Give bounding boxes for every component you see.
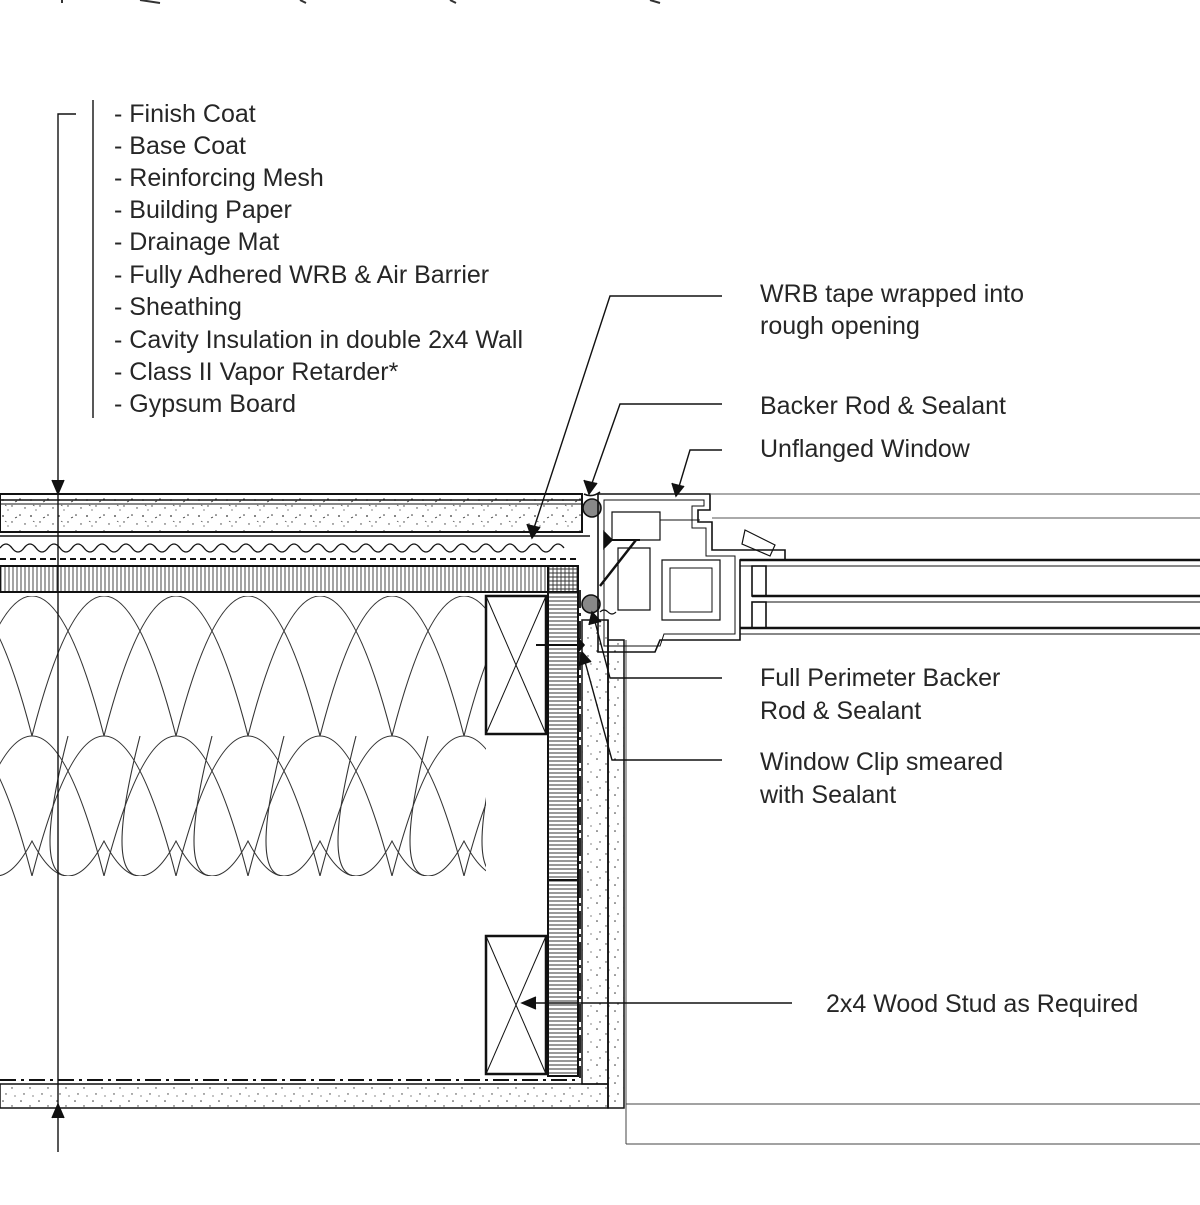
callout-labels: WRB tape wrapped into rough opening Back… — [759, 280, 1138, 1018]
label-wrb-tape-line1: WRB tape wrapped into — [760, 280, 1024, 308]
layer-sheathing: - Sheathing — [114, 293, 242, 321]
label-window-clip-line1: Window Clip smeared — [760, 748, 1003, 776]
label-full-perimeter-line2: Rod & Sealant — [760, 697, 921, 725]
layer-gypsum-board: - Gypsum Board — [114, 390, 296, 418]
wood-stud-top — [484, 594, 548, 736]
drainage-mat — [0, 543, 565, 553]
wall-assembly — [0, 493, 1200, 1145]
layer-wrb-air-barrier: - Fully Adhered WRB & Air Barrier — [114, 261, 489, 289]
layer-base-coat: - Base Coat — [114, 132, 246, 160]
window-frame — [536, 491, 1200, 653]
wood-stud-bottom — [484, 934, 548, 1076]
label-wrb-tape-line2: rough opening — [760, 312, 920, 340]
layer-vapor-retarder: - Class II Vapor Retarder* — [114, 358, 399, 386]
layer-finish-coat: - Finish Coat — [114, 100, 256, 128]
layer-drainage-mat: - Drainage Mat — [114, 228, 279, 256]
layer-reinforcing-mesh: - Reinforcing Mesh — [114, 164, 324, 192]
label-backer-rod: Backer Rod & Sealant — [760, 392, 1006, 420]
label-full-perimeter-line1: Full Perimeter Backer — [760, 664, 1000, 692]
leader-lines — [51, 100, 792, 1152]
label-unflanged-window: Unflanged Window — [760, 435, 971, 463]
layer-building-paper: - Building Paper — [114, 196, 292, 224]
layer-list: - Finish Coat - Base Coat - Reinforcing … — [114, 100, 523, 418]
label-wood-stud: 2x4 Wood Stud as Required — [826, 990, 1138, 1018]
cropped-header-fragment — [61, 0, 661, 4]
layer-cavity-insulation: - Cavity Insulation in double 2x4 Wall — [114, 326, 523, 354]
label-window-clip-line2: with Sealant — [759, 781, 896, 809]
backer-rod-bottom — [581, 594, 601, 614]
backer-rod-top — [582, 498, 602, 518]
